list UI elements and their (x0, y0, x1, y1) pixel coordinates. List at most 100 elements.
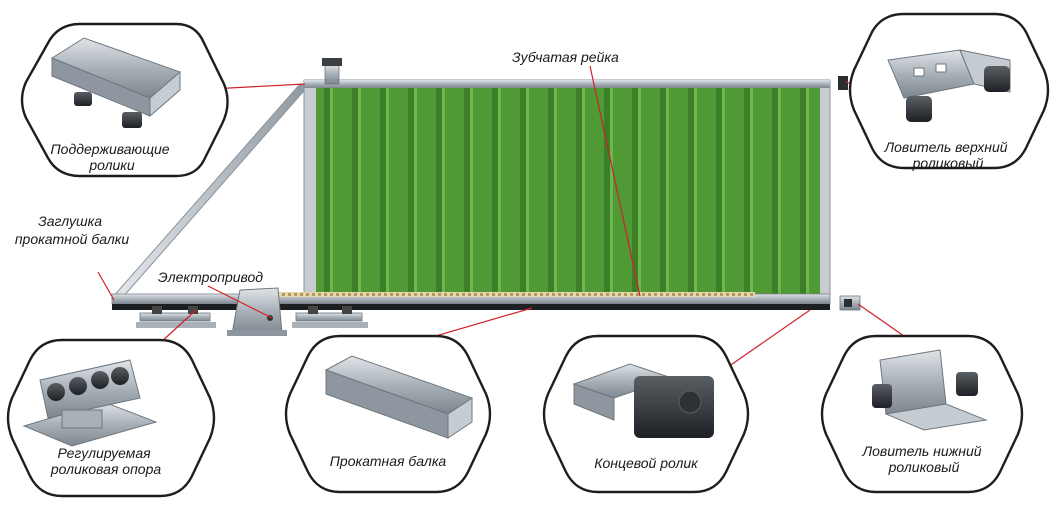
roller-carriage-right (292, 306, 368, 328)
bottom-catcher-illustration (872, 349, 988, 431)
rack-tooth (306, 293, 309, 296)
rack-tooth (396, 293, 399, 296)
rack-tooth (684, 293, 687, 296)
panel-rib (436, 88, 442, 294)
panel-rib (800, 88, 806, 294)
rack-tooth (366, 293, 369, 296)
rack-tooth (648, 293, 651, 296)
panel-rib-highlight (806, 88, 809, 294)
top-post (324, 63, 340, 85)
callout-end-roller: Концевой ролик (542, 334, 750, 494)
callout-roller-support: Регулируемая роликовая опора (6, 338, 216, 498)
rack-tooth (480, 293, 483, 296)
rack-tooth (624, 293, 627, 296)
rack-tooth (360, 293, 363, 296)
rack-tooth (690, 293, 693, 296)
rack-tooth (660, 293, 663, 296)
rack-tooth (426, 293, 429, 296)
panel-rib (772, 88, 778, 294)
label-beam-cap: Заглушка прокатной балки (15, 213, 130, 247)
rack-tooth (390, 293, 393, 296)
rolled-beam-illustration (324, 355, 474, 439)
top-post-cap (322, 58, 342, 66)
rack-tooth (732, 293, 735, 296)
rack-tooth (654, 293, 657, 296)
rack-tooth (672, 293, 675, 296)
panel-rib-highlight (358, 88, 361, 294)
panel-rib-highlight (750, 88, 753, 294)
callout-top-catcher: Ловитель верхний роликовый (848, 12, 1050, 171)
panel-rib-highlight (554, 88, 557, 294)
panel-rib (380, 88, 386, 294)
panel-rib (548, 88, 554, 294)
rack-tooth (468, 293, 471, 296)
rack-tooth (600, 293, 603, 296)
rack-tooth (570, 293, 573, 296)
rack-tooth (558, 293, 561, 296)
rack-tooth (546, 293, 549, 296)
rack-tooth (522, 293, 525, 296)
callout-support-rollers: Поддерживающие ролики (20, 22, 229, 178)
panel-corrugation (324, 88, 809, 294)
rack-tooth (300, 293, 303, 296)
rack-tooth (354, 293, 357, 296)
rack-tooth (720, 293, 723, 296)
rack-tooth (372, 293, 375, 296)
panel-rib-highlight (582, 88, 585, 294)
panel-rib (632, 88, 638, 294)
rack-tooth (414, 293, 417, 296)
rack-tooth (744, 293, 747, 296)
panel-rib-highlight (722, 88, 725, 294)
top-catcher-mount (838, 76, 848, 90)
rack-tooth (528, 293, 531, 296)
rack-tooth (510, 293, 513, 296)
rack-tooth (384, 293, 387, 296)
rack-tooth (552, 293, 555, 296)
rack-tooth (318, 293, 321, 296)
rack-tooth (336, 293, 339, 296)
rack-tooth (642, 293, 645, 296)
panel-rib-highlight (526, 88, 529, 294)
rack-tooth (594, 293, 597, 296)
rack-tooth (432, 293, 435, 296)
gate-top-bar (304, 80, 830, 88)
panel-rib (324, 88, 330, 294)
rack-tooth (438, 293, 441, 296)
rack-tooth (420, 293, 423, 296)
label-bottom-catcher: Ловитель нижний роликовый (862, 443, 986, 475)
rack-tooth (750, 293, 753, 296)
label-end-roller: Концевой ролик (594, 455, 699, 471)
rack-tooth (462, 293, 465, 296)
panel-rib-highlight (498, 88, 501, 294)
rack-tooth (540, 293, 543, 296)
rack-tooth (708, 293, 711, 296)
panel-rib (464, 88, 470, 294)
toothed-rack (250, 292, 755, 297)
panel-rib-highlight (666, 88, 669, 294)
label-roller-support: Регулируемая роликовая опора (50, 445, 162, 477)
rack-tooth (618, 293, 621, 296)
panel-rib-highlight (330, 88, 333, 294)
sliding-gate (110, 58, 861, 336)
panel-rib (716, 88, 722, 294)
roller-support-illustration (22, 359, 158, 447)
rack-tooth (576, 293, 579, 296)
rack-tooth (564, 293, 567, 296)
rack-tooth (492, 293, 495, 296)
gate-panel (316, 88, 820, 294)
panel-rib (408, 88, 414, 294)
rack-tooth (282, 293, 285, 296)
label-toothed-rack: Зубчатая рейка (512, 49, 619, 65)
panel-rib (352, 88, 358, 294)
rack-tooth (378, 293, 381, 296)
support-rollers-illustration (50, 37, 181, 128)
panel-rib (604, 88, 610, 294)
rolled-beam-strip (112, 304, 830, 310)
panel-rib (520, 88, 526, 294)
rack-tooth (666, 293, 669, 296)
label-support-rollers: Поддерживающие ролики (51, 141, 174, 173)
rack-tooth (612, 293, 615, 296)
panel-rib (576, 88, 582, 294)
panel-rib-highlight (470, 88, 473, 294)
